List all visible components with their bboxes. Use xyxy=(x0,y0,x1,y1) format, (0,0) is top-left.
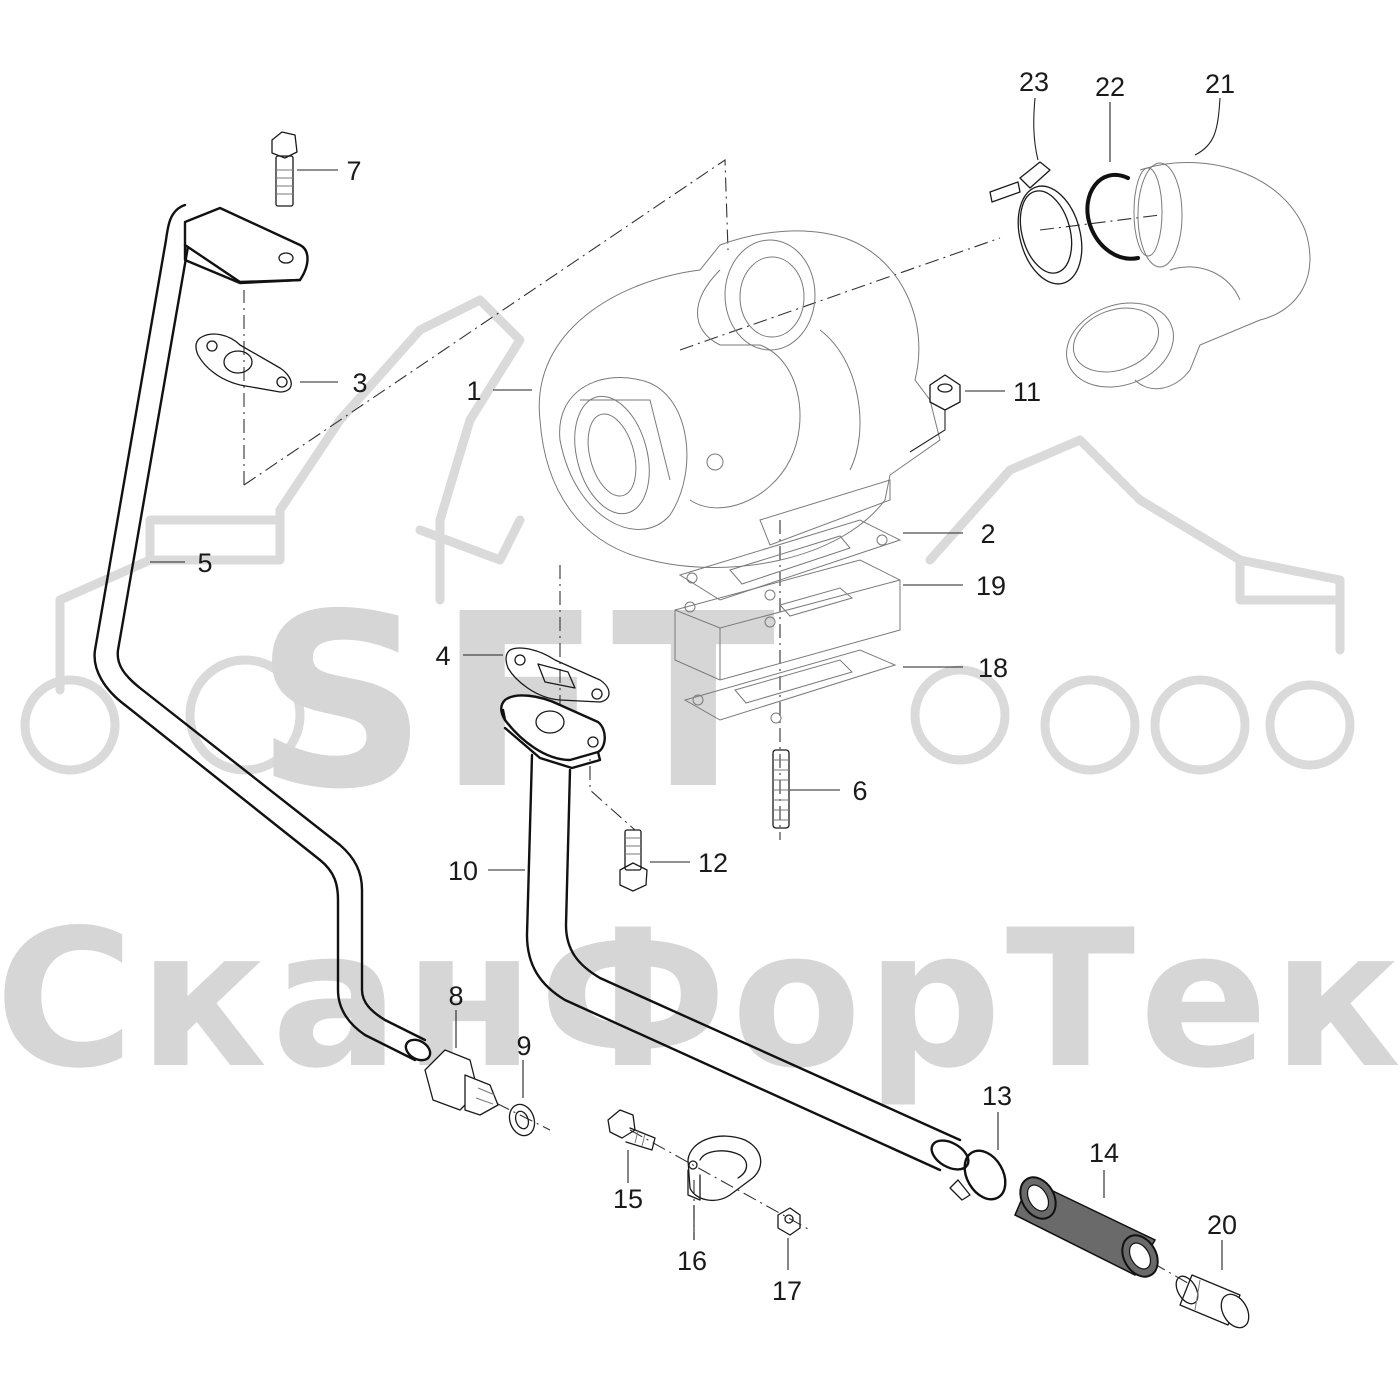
callout-8: 8 xyxy=(448,981,463,1011)
callout-3: 3 xyxy=(352,368,367,398)
callout-6: 6 xyxy=(852,776,867,806)
callout-9: 9 xyxy=(516,1031,531,1061)
callout-1: 1 xyxy=(466,376,481,406)
washer-9 xyxy=(508,1103,536,1137)
callout-19: 19 xyxy=(976,571,1006,601)
callout-23: 23 xyxy=(1019,67,1049,97)
callout-11: 11 xyxy=(1013,377,1041,407)
gasket-18 xyxy=(683,649,897,724)
watermark-machine-right-icon xyxy=(910,435,1355,775)
callout-12: 12 xyxy=(698,848,728,878)
leader-lines xyxy=(150,97,1223,1270)
callout-20: 20 xyxy=(1207,1210,1237,1240)
stud-6 xyxy=(772,749,790,829)
pipe-bracket-16 xyxy=(687,1135,762,1201)
nut-17 xyxy=(777,1207,801,1236)
callout-10: 10 xyxy=(448,856,478,886)
callout-2: 2 xyxy=(980,519,995,549)
nut-11 xyxy=(929,374,961,411)
callout-15: 15 xyxy=(613,1184,643,1214)
oil-feed-pipe-5 xyxy=(93,203,432,1062)
hose-clamp-13 xyxy=(949,1149,1007,1201)
callout-14: 14 xyxy=(1089,1138,1119,1168)
spacer-block-19 xyxy=(674,559,901,681)
turbocharger xyxy=(538,230,941,568)
callout-5: 5 xyxy=(197,548,212,578)
callout-22: 22 xyxy=(1095,72,1125,102)
watermark: SFT СканФорТек xyxy=(0,295,1400,1110)
callout-4: 4 xyxy=(435,641,450,671)
bolt-7 xyxy=(271,131,298,207)
band-clamp-23 xyxy=(989,161,1083,285)
callout-13: 13 xyxy=(982,1081,1012,1111)
pipe-stub-20 xyxy=(1175,1274,1250,1329)
callout-7: 7 xyxy=(346,156,361,186)
retaining-ring-22 xyxy=(1085,173,1140,261)
gasket-2 xyxy=(678,519,902,601)
callout-18: 18 xyxy=(978,653,1008,683)
gasket-3 xyxy=(195,333,292,393)
oil-drain-pipe-10 xyxy=(500,694,970,1172)
watermark-company-text: СканФорТек xyxy=(0,889,1400,1110)
union-fitting-8 xyxy=(424,1049,499,1116)
rubber-hose-14 xyxy=(1014,1176,1159,1278)
bolt-12 xyxy=(619,829,648,892)
callout-numbers: 1 2 3 4 5 6 7 8 9 10 11 12 13 14 15 16 1… xyxy=(197,67,1237,1306)
elbow-hose-21 xyxy=(1066,162,1311,390)
callout-21: 21 xyxy=(1205,69,1235,99)
callout-17: 17 xyxy=(772,1276,802,1306)
callout-16: 16 xyxy=(677,1246,707,1276)
gasket-4 xyxy=(505,647,610,703)
bolt-15 xyxy=(607,1109,656,1151)
